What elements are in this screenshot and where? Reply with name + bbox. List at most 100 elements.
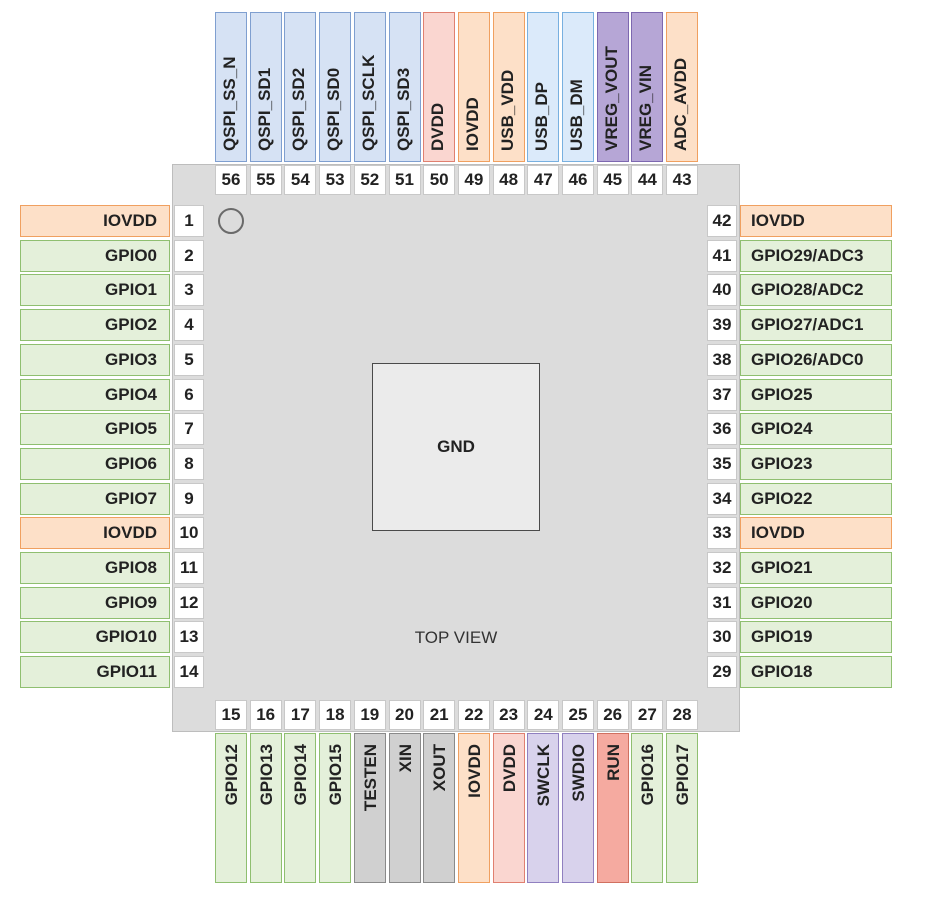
pin-label-top-text: USB_DP [532, 82, 552, 151]
pin-number-bottom: 25 [562, 700, 594, 730]
pin-label-left: GPIO5 [20, 413, 170, 446]
pin-number-bottom: 26 [596, 700, 629, 730]
pin-number-left: 10 [174, 517, 204, 550]
pin-label-right: GPIO18 [740, 656, 892, 689]
pin-label-bottom: DVDD [492, 733, 525, 883]
pin-number-bottom: 16 [249, 700, 282, 730]
pin-number-left: 6 [174, 378, 204, 411]
pin-number-right: 35 [707, 447, 737, 480]
pin-number-right: 37 [707, 378, 737, 411]
pin-label-top-text: QSPI_SD3 [393, 67, 413, 151]
pin-number-top: 56 [215, 165, 247, 195]
pin-label-top-text: USB_DM [567, 79, 586, 151]
pin-label-right: GPIO21 [740, 552, 892, 584]
pin-number-right: 32 [707, 552, 737, 584]
pin-number-bottom: 27 [631, 700, 664, 730]
pin-number-top: 55 [249, 165, 282, 195]
pin-label-top: VREG_VIN [631, 12, 664, 162]
pin-label-bottom-text: SWDIO [569, 744, 588, 802]
pin-label-top: ADC_AVDD [666, 12, 699, 162]
pin-number-bottom: 20 [388, 700, 421, 730]
pin-number-bottom: 22 [457, 700, 490, 730]
pin-label-top-text: DVDD [428, 102, 448, 151]
ground-pad-label: GND [437, 437, 475, 456]
pin-number-right: 34 [707, 482, 737, 515]
pin-label-bottom: GPIO17 [666, 733, 699, 883]
pin-number-top: 54 [284, 165, 317, 195]
pin-number-right: 40 [707, 274, 737, 307]
pin-number-bottom: 17 [284, 700, 317, 730]
pin-label-left: GPIO2 [20, 309, 170, 342]
pin-label-left: GPIO1 [20, 274, 170, 307]
pin-label-bottom: GPIO13 [249, 733, 282, 883]
pin-number-left: 1 [174, 205, 204, 237]
pin-label-top-text: QSPI_SS_N [220, 56, 239, 152]
pin-number-top: 43 [666, 165, 699, 195]
pin-label-right: GPIO22 [740, 482, 892, 515]
pin-label-top: VREG_VOUT [596, 12, 629, 162]
pin-label-top: QSPI_SD3 [388, 12, 421, 162]
pin-number-right: 36 [707, 413, 737, 446]
view-label: TOP VIEW [414, 628, 498, 647]
pin-label-bottom-text: GPIO17 [673, 744, 693, 806]
pin-label-left: GPIO9 [20, 586, 170, 619]
pin-number-bottom: 24 [527, 700, 560, 730]
pin-number-top: 45 [596, 165, 629, 195]
pin-label-right: IOVDD [740, 517, 892, 550]
pin-label-top-text: QSPI_SD1 [254, 67, 274, 151]
pin-label-top-text: IOVDD [462, 97, 482, 151]
pin-label-right: GPIO27/ADC1 [740, 309, 892, 342]
pin-label-left: GPIO0 [20, 239, 170, 272]
pin-number-top: 51 [388, 165, 421, 195]
pin-number-bottom: 21 [423, 700, 456, 730]
pin-label-top-text: QSPI_SD0 [324, 67, 344, 151]
pin-label-right: GPIO29/ADC3 [740, 239, 892, 272]
pin-label-right: GPIO20 [740, 586, 892, 619]
pin-label-left: GPIO4 [20, 378, 170, 411]
pin-label-left: IOVDD [20, 205, 170, 237]
pin-label-bottom-text: XOUT [430, 744, 450, 792]
pin-number-right: 29 [707, 656, 737, 689]
pin-number-right: 33 [707, 517, 737, 550]
pin-number-bottom: 15 [215, 700, 247, 730]
pin-number-bottom: 19 [353, 700, 386, 730]
ground-pad: GND [372, 363, 540, 531]
pin-label-top-text: USB_VDD [497, 69, 517, 151]
pin-number-left: 13 [174, 621, 204, 654]
pin-number-top: 44 [631, 165, 664, 195]
pin-label-top-text: ADC_AVDD [671, 57, 691, 151]
pin-number-top: 46 [562, 165, 594, 195]
pin-label-bottom: GPIO14 [284, 733, 317, 883]
pin-label-top: USB_DP [527, 12, 560, 162]
pin-label-left: GPIO7 [20, 482, 170, 515]
pin-label-left: GPIO3 [20, 343, 170, 376]
pin-label-top-text: VREG_VIN [636, 65, 656, 151]
pin-number-top: 48 [492, 165, 525, 195]
pin-number-left: 14 [174, 656, 204, 689]
pin-number-top: 50 [423, 165, 456, 195]
pin-number-right: 39 [707, 309, 737, 342]
pin-label-bottom: SWDIO [562, 733, 594, 883]
pin-number-left: 7 [174, 413, 204, 446]
pin-number-right: 30 [707, 621, 737, 654]
pin-number-bottom: 18 [319, 700, 352, 730]
pin-label-bottom-text: IOVDD [464, 744, 484, 798]
pin-label-bottom: GPIO15 [319, 733, 352, 883]
pin-number-left: 9 [174, 482, 204, 515]
pin-label-top: QSPI_SCLK [353, 12, 386, 162]
pin-label-bottom: GPIO12 [215, 733, 247, 883]
pin-label-bottom: RUN [596, 733, 629, 883]
pin-number-left: 4 [174, 309, 204, 342]
pin-label-bottom-text: XIN [395, 744, 415, 773]
pin-number-bottom: 23 [492, 700, 525, 730]
pin-label-right: GPIO26/ADC0 [740, 343, 892, 376]
pin-label-top: QSPI_SS_N [215, 12, 247, 162]
pin-number-top: 47 [527, 165, 560, 195]
pin-label-top: QSPI_SD2 [284, 12, 317, 162]
pin-label-top-text: QSPI_SCLK [358, 54, 378, 151]
pin-label-bottom-text: GPIO16 [638, 744, 658, 806]
pin-label-bottom-text: GPIO13 [256, 744, 276, 806]
pin-label-bottom-text: GPIO14 [291, 744, 311, 806]
pin-label-top-text: VREG_VOUT [601, 46, 621, 151]
pin-label-bottom: XIN [388, 733, 421, 883]
